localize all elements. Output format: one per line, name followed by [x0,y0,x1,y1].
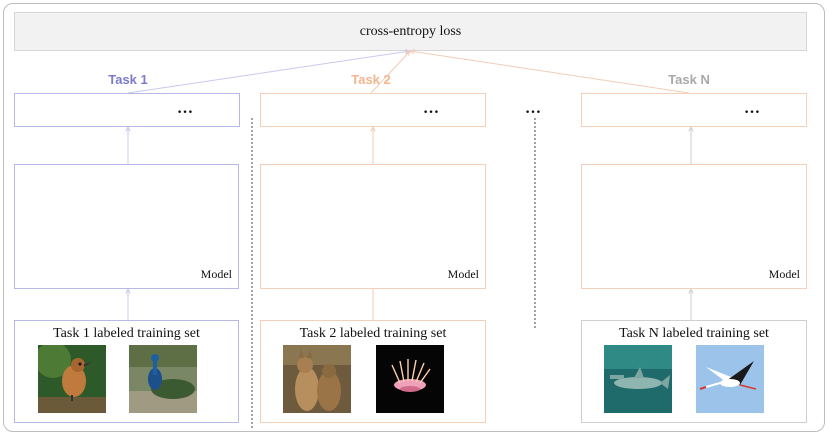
stork-photo-icon [696,345,764,413]
task-2-output-ellipsis: … [423,100,440,117]
diagram-frame [3,3,825,432]
task-2-model-box: Model [260,164,486,289]
task-2-output-box [260,93,486,127]
task-n-to-loss-arrow-head [408,49,415,55]
task-2-model-label: Model [447,267,479,281]
task-n-to-loss-arrow [409,50,690,94]
task-n-model-box: Model [581,164,807,289]
task-1-model-to-output-arrow-head [125,125,131,132]
task-2-model-to-output-arrow-head [370,125,376,132]
task-1-to-loss-arrow [127,50,411,94]
task-1-training-to-model-arrow-head [125,287,131,294]
task-1-output-ellipsis: … [177,100,194,117]
task-1-training-label: Task 1 labeled training set [53,326,200,341]
task-2-training-label: Task 2 labeled training set [299,326,447,341]
task-2-to-loss-arrow [370,50,411,94]
peacock-photo-icon [129,345,197,413]
kangaroo-photo-icon [283,345,351,413]
loss-label: cross-entropy loss [359,23,462,39]
task-1-model-label: Model [200,267,232,281]
task-1-title: Task 1 [108,72,148,87]
task-n-output-ellipsis: … [744,100,761,117]
task-n-title: Task N [668,72,710,87]
task-n-model-to-output-arrow-head [688,125,694,132]
task-2-title: Task 2 [351,72,391,87]
task-n-model-label: Model [768,267,800,281]
task-1-model-box: Model [14,164,239,289]
shark-photo-icon [604,345,672,413]
sea-creature-photo-icon [376,345,444,413]
task-n-training-label: Task N labeled training set [619,326,769,341]
task-1-output-box [14,93,240,127]
task-n-output-box [581,93,807,127]
bird-photo-icon [38,345,106,413]
task-n-training-to-model-arrow-head [688,287,694,294]
between-tasks-ellipsis: … [525,100,542,117]
